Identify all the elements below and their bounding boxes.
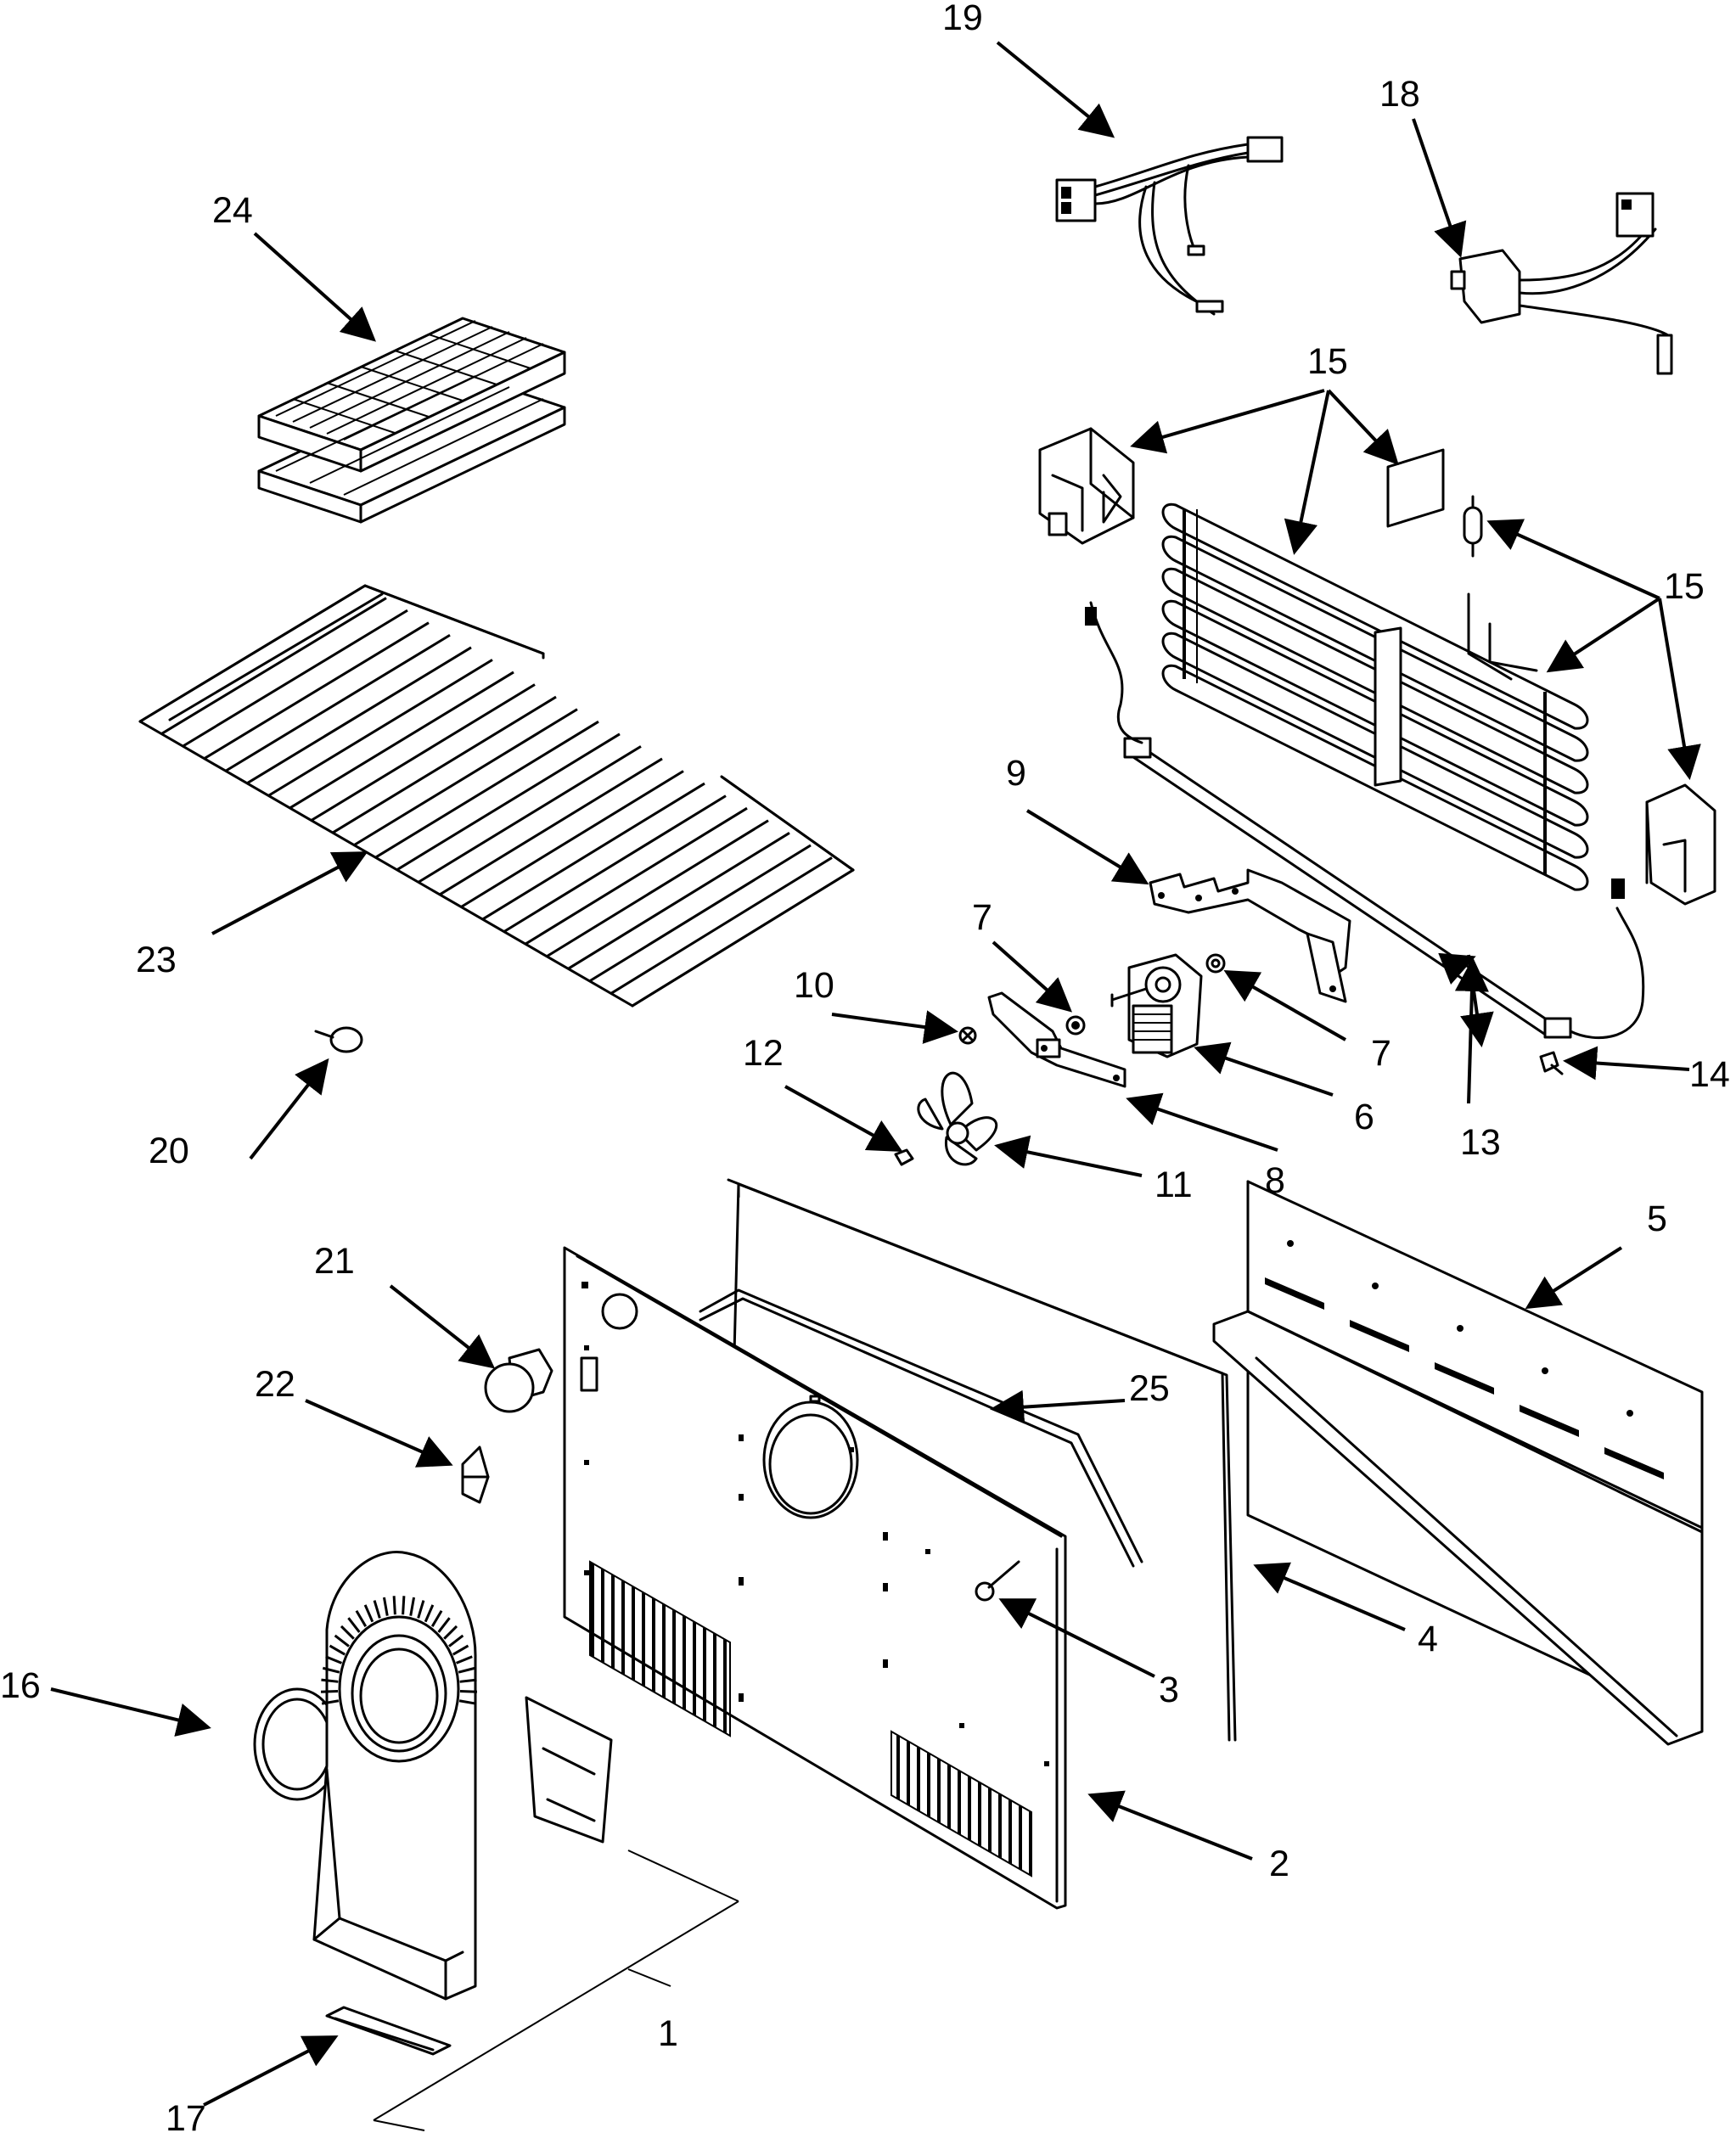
- evaporator-part[interactable]: [1038, 427, 1716, 906]
- knob-insert-part[interactable]: [461, 1445, 490, 1504]
- label-11: 11: [1155, 1165, 1193, 1205]
- fan-bracket-part[interactable]: [987, 991, 1126, 1088]
- wire-shelf-part[interactable]: [138, 584, 855, 1008]
- fan-blade-part[interactable]: [917, 1071, 998, 1166]
- label-23: 23: [136, 940, 177, 980]
- seal-strip-part[interactable]: [699, 1288, 1143, 1568]
- bracket-screw-part[interactable]: [958, 1026, 977, 1045]
- label-8: 8: [1265, 1160, 1285, 1201]
- label-1: 1: [658, 2013, 678, 2054]
- fan-motor-part[interactable]: [1110, 953, 1203, 1058]
- heater-clip-part[interactable]: [1539, 1051, 1564, 1075]
- panel-screw-part[interactable]: [975, 1560, 1020, 1602]
- control-knob-part[interactable]: [484, 1348, 553, 1413]
- rear-panel-part[interactable]: [563, 1246, 1067, 1910]
- label-4: 4: [1418, 1619, 1438, 1659]
- label-14: 14: [1689, 1054, 1730, 1095]
- motor-nut-part[interactable]: [1065, 953, 1226, 1036]
- callout-arrows: [50, 41, 1701, 2107]
- label-24: 24: [212, 190, 253, 231]
- label-21: 21: [314, 1241, 355, 1282]
- ice-trays-part[interactable]: [257, 317, 566, 524]
- label-19: 19: [942, 0, 983, 38]
- plug-part[interactable]: [314, 1026, 363, 1053]
- label-25: 25: [1129, 1368, 1170, 1409]
- trim-ring-part[interactable]: [253, 1687, 341, 1801]
- wire-harness-part[interactable]: [1055, 136, 1284, 316]
- label-17: 17: [166, 2098, 206, 2133]
- defrost-control-part[interactable]: [1450, 192, 1673, 375]
- label-5: 5: [1647, 1198, 1667, 1239]
- label-15-top: 15: [1307, 341, 1348, 382]
- label-2: 2: [1269, 1844, 1289, 1884]
- label-18: 18: [1379, 74, 1420, 115]
- label-3: 3: [1159, 1670, 1179, 1710]
- label-13: 13: [1460, 1122, 1501, 1163]
- motor-bracket-part[interactable]: [1149, 868, 1351, 1003]
- fan-blade-nut-part[interactable]: [894, 1148, 914, 1166]
- air-duct-part[interactable]: [312, 1551, 739, 2131]
- label-9: 9: [1006, 753, 1026, 794]
- label-16: 16: [0, 1665, 41, 1706]
- label-6: 6: [1354, 1097, 1374, 1137]
- label-15-right: 15: [1664, 566, 1705, 607]
- label-20: 20: [149, 1131, 189, 1171]
- air-deflector-part[interactable]: [1212, 1180, 1704, 1746]
- label-7-right: 7: [1371, 1033, 1391, 1074]
- label-12: 12: [743, 1033, 784, 1074]
- label-22: 22: [255, 1364, 295, 1405]
- label-10: 10: [794, 965, 834, 1006]
- label-7-left: 7: [972, 897, 992, 938]
